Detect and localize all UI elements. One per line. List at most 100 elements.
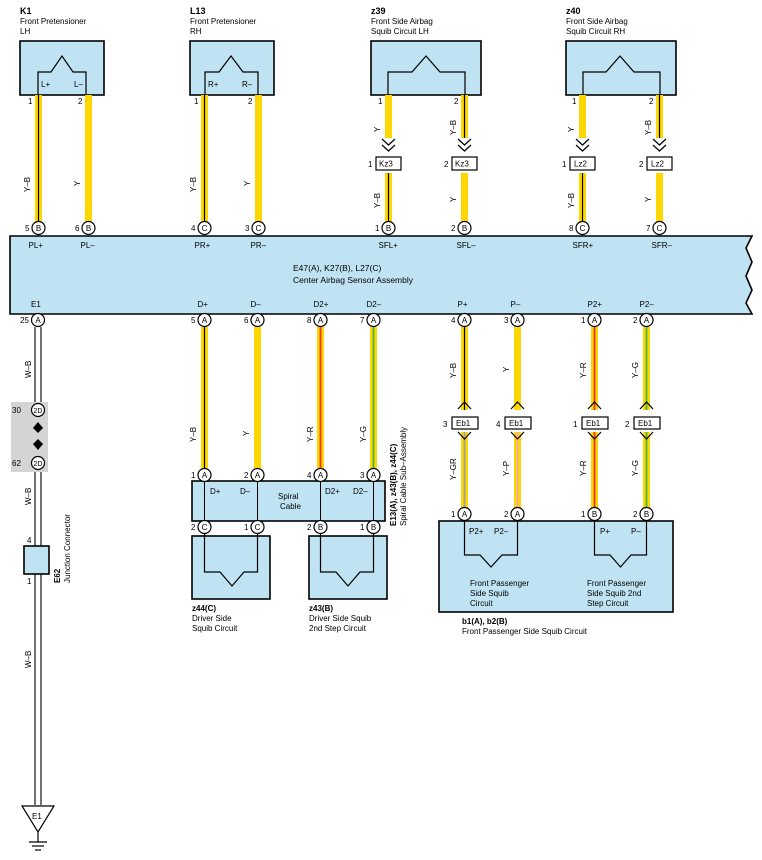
ecu-top-pin-2-num: 4: [191, 224, 196, 233]
z39-label: z39 Front Side Airbag Squib Circuit LH: [371, 6, 433, 36]
ecu-bottom-pin-8: A2: [633, 312, 654, 328]
e62-bot-pin: 1: [27, 577, 32, 586]
wire-color-k1-1: Y–B: [23, 177, 32, 192]
spiral-out-pin-3: B1: [360, 519, 381, 535]
z44-id: z44(C): [192, 604, 216, 613]
z44-box: [191, 533, 271, 600]
z40-line2: Squib Circuit RH: [566, 27, 625, 36]
l13-pin-pos: R+: [208, 80, 219, 89]
passenger-pin-2-conn: B: [592, 510, 597, 519]
eb1-label-2: Eb1: [509, 419, 524, 428]
z39-box: [370, 40, 482, 96]
ecu-bottom-pin-2-circle: [250, 312, 265, 328]
wire-color-pminus-top: Y–G: [631, 362, 640, 378]
passenger-pin-3-circle: [639, 506, 654, 522]
ecu-bottom-pin-4-circle: [366, 312, 381, 328]
spiral-out-pin-1-num: 1: [244, 523, 249, 532]
ecu-top-pin-name-4: SFL+: [379, 241, 399, 250]
ground-icon: [20, 805, 56, 851]
spiral-out-pin-0-conn: C: [202, 523, 208, 532]
z43-line2: 2nd Step Circuit: [309, 624, 367, 633]
z40-line1: Front Side Airbag: [566, 17, 628, 26]
ecu-top-pin-3: C3: [245, 220, 266, 236]
ecu-bottom-pin-5: A4: [451, 312, 472, 328]
passenger-pin-0-circle: [457, 506, 472, 522]
e62-name: Junction Connector: [63, 514, 72, 583]
z43-id: z43(B): [309, 604, 333, 613]
ecu-bottom-pin-0-circle: [30, 312, 46, 328]
b1b2-pin-pplus: P+: [600, 527, 610, 536]
ecu-top-pin-6-conn: C: [580, 224, 586, 233]
ecu-top-pin-name-7: SFR–: [652, 241, 673, 250]
spiral-out-pin-2-conn: B: [318, 523, 323, 532]
spiral-in-pin-2-num: 4: [307, 471, 312, 480]
b1b2-pin-p2plus: P2+: [469, 527, 484, 536]
ecu-bottom-pin-4-num: 7: [360, 316, 365, 325]
l13-line1: Front Pretensioner: [190, 17, 257, 26]
ecu-top-pin-name-5: SFL–: [457, 241, 477, 250]
z40-wire-pin2: 2: [649, 97, 654, 106]
wire-color-k1-2: Y: [73, 180, 82, 186]
ecu-top-pin-2-conn: C: [202, 224, 208, 233]
fp2-line3: Step Circuit: [587, 599, 629, 608]
ecu-bottom-pin-2-num: 6: [244, 316, 249, 325]
spiral-in-pin-1: A2: [244, 467, 265, 483]
passenger-pin-1-circle: [510, 506, 525, 522]
b1b2-line1: Front Passenger Side Squib Circuit: [462, 627, 588, 636]
eb1-label-3: Eb1: [586, 419, 601, 428]
z44-line2: Squib Circuit: [192, 624, 238, 633]
ecu-top-pin-name-3: PR–: [251, 241, 267, 250]
eb1-label-1: Eb1: [456, 419, 471, 428]
ecu-top-pin-0-circle: [31, 220, 46, 236]
ecu-bottom-pin-name-8: P2–: [640, 300, 655, 309]
inline-z40-1: Lz2: [574, 160, 587, 169]
e62-id: E62: [53, 568, 62, 583]
eb1-pin-2: 4: [496, 420, 501, 429]
fp1-line3: Circuit: [470, 599, 493, 608]
spiral-line2: Cable: [280, 502, 301, 511]
inline-z40-1-pin: 1: [562, 160, 567, 169]
ecu-bottom-pin-name-4: D2–: [367, 300, 382, 309]
ecu-top-pin-name-2: PR+: [195, 241, 211, 250]
l13-pin-neg: R–: [242, 80, 253, 89]
passenger-pin-3-conn: B: [644, 510, 649, 519]
z43-box: [308, 533, 388, 600]
chevron-z39-1-icon: [381, 138, 396, 152]
ecu-top-pin-0: B5: [25, 220, 46, 236]
spiral-out-pin-0-num: 2: [191, 523, 196, 532]
ecu-top-pin-1-circle: [81, 220, 96, 236]
ecu-top-pin-name-6: SFR+: [573, 241, 594, 250]
ecu-top-pin-5-circle: [457, 220, 472, 236]
l13-box: R+ R–: [189, 40, 275, 96]
spiral-in-pin-3-circle: [366, 467, 381, 483]
ecu-top-pin-5-conn: B: [462, 224, 467, 233]
z39-id: z39: [371, 6, 386, 16]
l13-id: L13: [190, 6, 206, 16]
ecu-bottom-pin-1-conn: A: [202, 316, 208, 325]
wire-color-z39-2-top: Y–B: [449, 120, 458, 135]
spiral-out-pin-0: C2: [191, 519, 212, 535]
wire-color-d2-plus: Y–R: [306, 426, 315, 442]
l13-label: L13 Front Pretensioner RH: [190, 6, 257, 36]
spiral-pin-d-plus: D+: [210, 487, 221, 496]
ecu-bottom-pin-6-circle: [510, 312, 525, 328]
ecu-bottom-pin-8-conn: A: [644, 316, 650, 325]
z44-line1: Driver Side: [192, 614, 232, 623]
passenger-pin-1-num: 2: [504, 510, 509, 519]
chevron-z40-1-icon: [575, 138, 590, 152]
z40-box: [565, 40, 677, 96]
fp2-line1: Front Passenger: [587, 579, 646, 588]
spiral-pin-d2-minus: D2–: [353, 487, 368, 496]
ecu-top-pins: B5PL+B6PL–C4PR+C3PR–B1SFL+B2SFL–C8SFR+C7…: [25, 220, 673, 250]
ecu-top-pin-4-circle: [381, 220, 396, 236]
spiral-line1: Spiral: [278, 492, 299, 501]
junction-bot-num: 62: [12, 459, 21, 468]
ecu-bottom-pin-6-num: 3: [504, 316, 509, 325]
junction-bot-conn: 2D: [34, 461, 43, 468]
ecu-bottom-pin-4-conn: A: [371, 316, 377, 325]
eb1-connectors: [451, 401, 661, 440]
k1-id: K1: [20, 6, 32, 16]
ecu-bottom-pin-1-circle: [197, 312, 212, 328]
